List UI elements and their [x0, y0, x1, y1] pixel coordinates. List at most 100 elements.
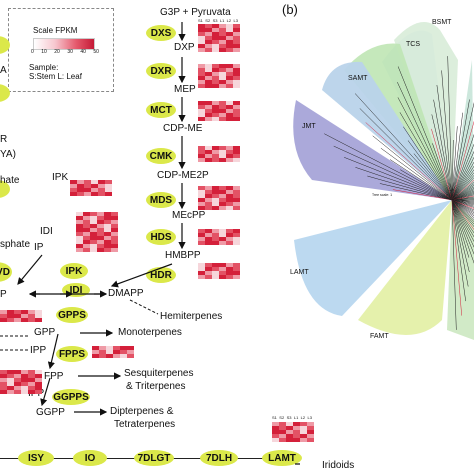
- heat-cell: [0, 382, 7, 386]
- heat-cell: [90, 240, 97, 244]
- heat-cell: [111, 236, 118, 240]
- tree-branch: [451, 177, 474, 201]
- heat-cell: [279, 422, 286, 426]
- heat-cell: [233, 36, 240, 40]
- metabolite-hmbpp: HMBPP: [165, 250, 201, 261]
- metabolite-mep: MEP: [174, 84, 196, 95]
- heat-cell: [205, 237, 212, 241]
- heat-cell: [198, 186, 205, 190]
- heat-cell: [105, 188, 112, 192]
- heat-cell: [233, 206, 240, 210]
- heat-cell: [14, 378, 21, 382]
- enzyme-pill-vd: VD: [0, 262, 12, 282]
- heat-cell: [205, 32, 212, 36]
- heat-col: S1: [272, 415, 277, 420]
- metabolite-ggpp: GGPP: [36, 407, 65, 418]
- heat-cell: [14, 390, 21, 394]
- heat-cell: [226, 101, 233, 105]
- heat-col: S1: [198, 18, 203, 23]
- heat-cell: [219, 202, 226, 206]
- heat-cell: [70, 184, 77, 188]
- tree-branch: [451, 183, 474, 201]
- heat-cell: [91, 184, 98, 188]
- tree-branch: [451, 199, 474, 238]
- heat-cell: [293, 426, 300, 430]
- heat-cell: [205, 206, 212, 210]
- tree-branch: [451, 194, 474, 201]
- tree-branch: [451, 172, 474, 201]
- heat-cell: [106, 346, 113, 350]
- tree-branch: [451, 165, 474, 201]
- heat-cell: [0, 310, 7, 314]
- heat-cell: [14, 318, 21, 322]
- heat-cell: [212, 233, 219, 237]
- heat-cell: [212, 241, 219, 245]
- heat-cell: [104, 216, 111, 220]
- enzyme-mds: MDS: [146, 192, 176, 208]
- heat-cell: [233, 113, 240, 117]
- heat-cell: [92, 346, 99, 350]
- tree-branch: [367, 175, 453, 201]
- heatmap-block: [198, 229, 240, 245]
- heat-cell: [198, 109, 205, 113]
- heat-cell: [233, 72, 240, 76]
- legend-tick: 30: [67, 49, 73, 55]
- heat-cell: [113, 354, 120, 358]
- heat-cell: [226, 48, 233, 52]
- heat-cell: [106, 354, 113, 358]
- heat-cell: [97, 228, 104, 232]
- heat-cell: [198, 80, 205, 84]
- heat-col: L1: [219, 18, 225, 23]
- heat-cell: [212, 229, 219, 233]
- tree-branch: [451, 199, 466, 302]
- heat-cell: [233, 101, 240, 105]
- heat-cell: [7, 370, 14, 374]
- heat-cell: [90, 212, 97, 216]
- heatmap-block: [198, 186, 240, 210]
- heat-cell: [76, 248, 83, 252]
- tree-branch: [431, 128, 453, 201]
- heat-cell: [300, 422, 307, 426]
- heat-cell: [212, 198, 219, 202]
- heat-cell: [76, 236, 83, 240]
- heat-col: S3: [286, 415, 292, 420]
- heat-cell: [233, 80, 240, 84]
- heat-cell: [198, 36, 205, 40]
- heat-cell: [28, 314, 35, 318]
- heat-col: S2: [279, 415, 285, 420]
- legend-sample-header: Sample:: [29, 63, 59, 72]
- tree-branch: [451, 197, 474, 201]
- heat-cell: [233, 44, 240, 48]
- heat-cell: [233, 267, 240, 271]
- heat-cell: [226, 36, 233, 40]
- heat-cell: [233, 198, 240, 202]
- heat-cell: [219, 154, 226, 158]
- heat-cell: [226, 190, 233, 194]
- tree-branch: [403, 126, 453, 201]
- heat-cell: [212, 32, 219, 36]
- enzyme-fpps: FPPS: [56, 346, 88, 362]
- enzyme-mct: MCT: [146, 102, 176, 118]
- heat-cell: [77, 184, 84, 188]
- metabolite-monoterpenes: Monoterpenes: [118, 327, 182, 338]
- heat-cell: [111, 220, 118, 224]
- tree-branch: [380, 147, 453, 201]
- heat-cell: [0, 386, 7, 390]
- heat-cell: [233, 117, 240, 121]
- heatmap-block: [198, 263, 240, 279]
- heat-cell: [226, 84, 233, 88]
- heat-cell: [21, 374, 28, 378]
- heat-col: L1: [293, 415, 299, 420]
- heat-cell: [205, 36, 212, 40]
- heat-cell: [212, 24, 219, 28]
- heat-cell: [14, 370, 21, 374]
- heat-cell: [205, 105, 212, 109]
- heat-cell: [233, 233, 240, 237]
- heat-cell: [219, 158, 226, 162]
- tree-branch: [451, 112, 463, 201]
- heat-cell: [226, 44, 233, 48]
- tree-branch: [451, 185, 474, 201]
- legend-tick: 40: [80, 49, 86, 55]
- heat-cell: [233, 158, 240, 162]
- heat-cell: [90, 232, 97, 236]
